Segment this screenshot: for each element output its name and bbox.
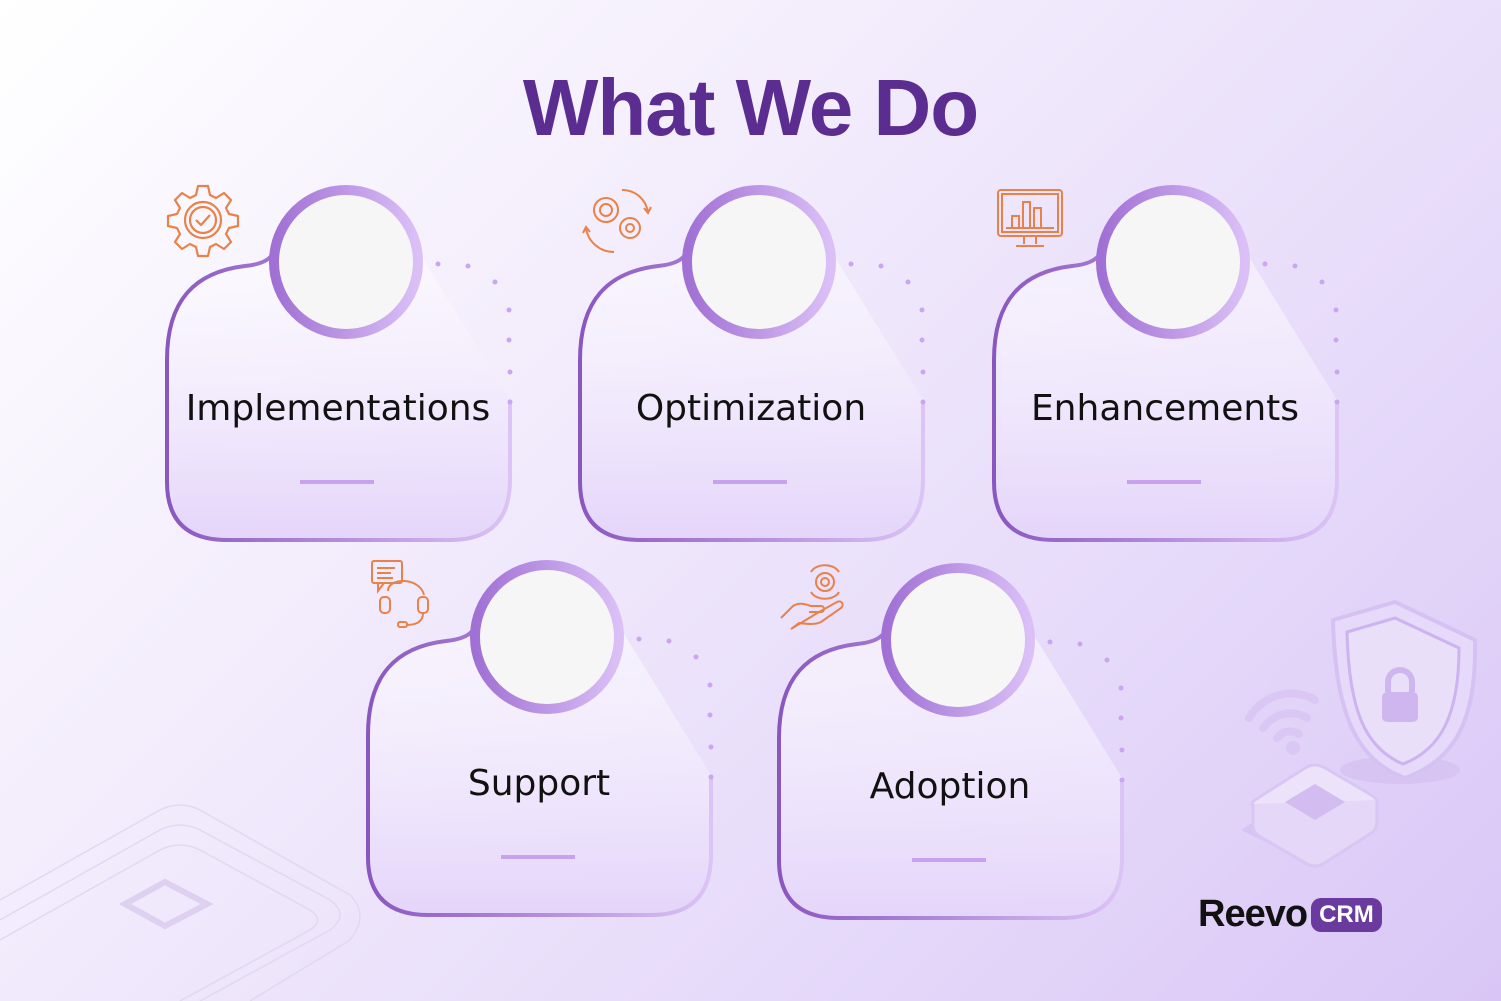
service-card-support: Support: [366, 557, 726, 927]
service-card-implementations: Implementations: [165, 182, 525, 552]
service-label: Implementations: [185, 388, 491, 429]
service-label: Optimization: [635, 388, 867, 429]
page-title: What We Do: [522, 63, 979, 152]
security-illustration: [1241, 600, 1478, 868]
brand-badge: CRM: [1311, 897, 1382, 932]
brand-name: Reevo: [1198, 893, 1308, 935]
brand-logo: Reevo CRM: [1198, 893, 1382, 936]
monitor-bar-chart-icon: [997, 189, 1063, 247]
gear-check-icon: [166, 184, 240, 258]
service-card-adoption: Adoption: [777, 560, 1137, 930]
decorative-lines: [0, 804, 361, 1001]
service-label: Adoption: [869, 766, 1031, 807]
headset-chat-icon: [371, 560, 429, 628]
service-card-enhancements: Enhancements: [992, 182, 1352, 552]
service-card-optimization: Optimization: [578, 182, 938, 552]
service-label: Enhancements: [1030, 388, 1300, 429]
hand-gear-icon: [780, 564, 844, 630]
gears-cycle-icon: [582, 189, 652, 253]
service-label: Support: [467, 763, 611, 804]
